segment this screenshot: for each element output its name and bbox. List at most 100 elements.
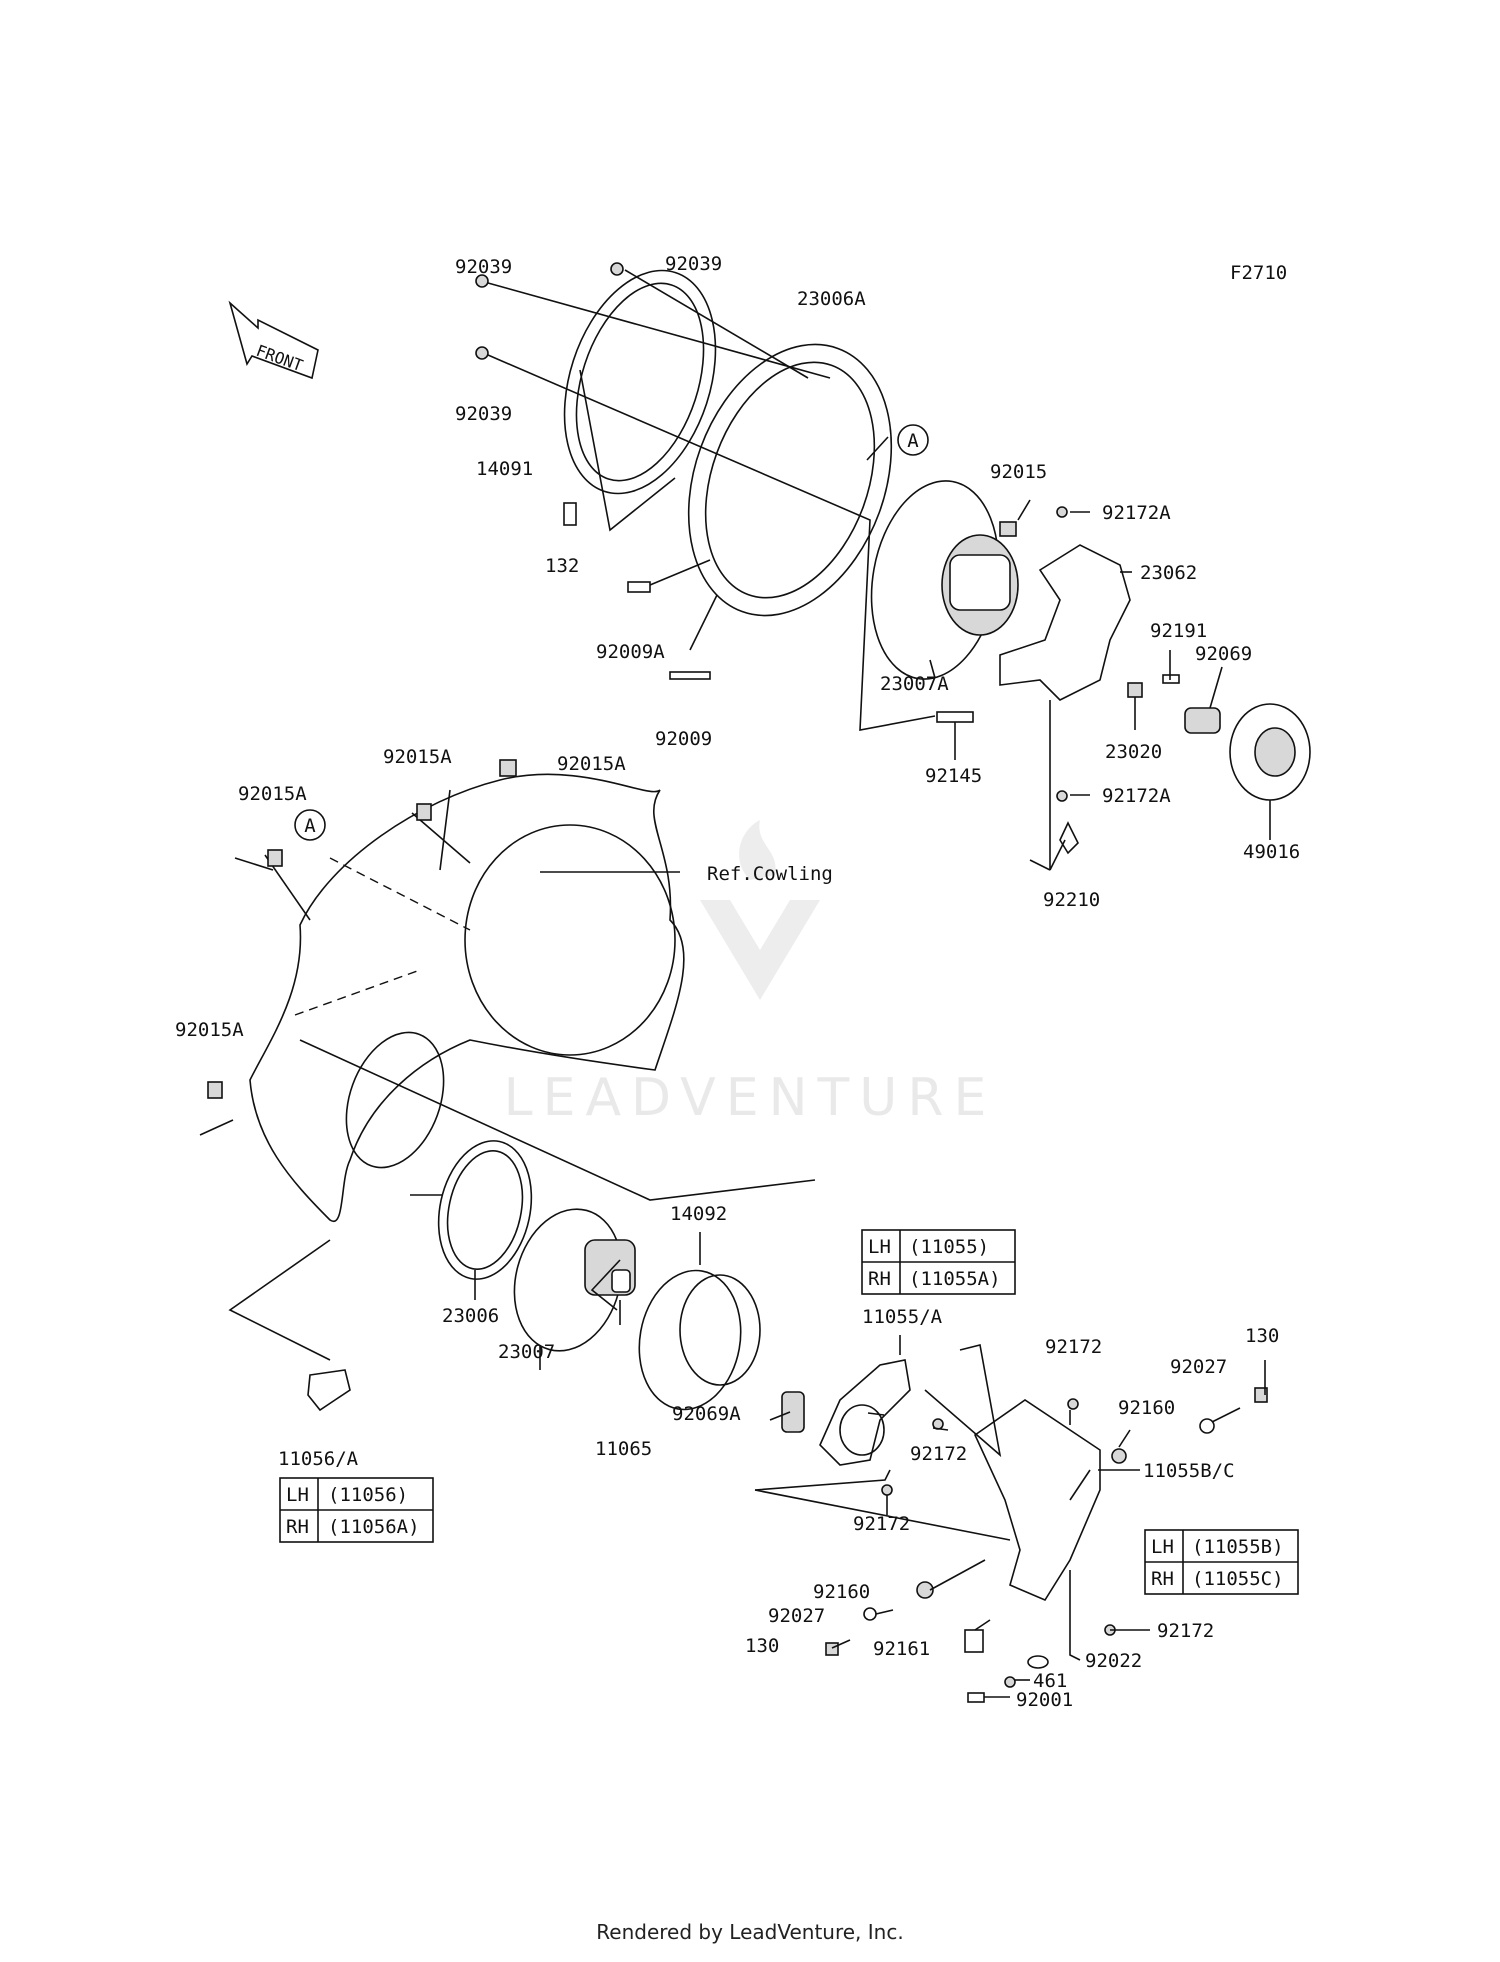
label-92015A-a: 92015A [383, 746, 452, 768]
washer-92027-b [863, 1607, 877, 1621]
bulb-92069 [1184, 707, 1221, 734]
label-23007: 23007 [498, 1341, 555, 1363]
table-11055-lh-value: (11055) [909, 1236, 989, 1258]
label-92015A-c: 92015A [238, 783, 307, 805]
label-92172A-b: 92172A [1102, 785, 1171, 807]
label-92069A: 92069A [672, 1403, 741, 1425]
bulb-92069A [781, 1391, 805, 1433]
label-23062: 23062 [1140, 562, 1197, 584]
label-130-a: 130 [1245, 1325, 1279, 1347]
grommet-11065 [611, 1269, 631, 1293]
label-92022: 92022 [1085, 1650, 1142, 1672]
label-92015A-d: 92015A [175, 1019, 244, 1041]
label-461: 461 [1033, 1670, 1067, 1692]
pin-92191 [1162, 674, 1180, 684]
part-labels: 92039 92039 92039 14091 132 92009A 92009… [175, 253, 1300, 1711]
label-92015A-b: 92015A [557, 753, 626, 775]
label-92039-a: 92039 [455, 256, 512, 278]
label-92172-c: 92172 [853, 1513, 910, 1535]
screw-92172A-a [1056, 506, 1068, 518]
screw-92009 [669, 671, 711, 680]
label-92145: 92145 [925, 765, 982, 787]
table-11056-lh: LH [286, 1484, 309, 1506]
nut-461 [1004, 1676, 1016, 1688]
table-11055-lh: LH [868, 1236, 891, 1258]
label-11055BC: 11055B/C [1143, 1460, 1235, 1482]
washer-92027-a [1199, 1418, 1215, 1434]
table-11055bc-rh-value: (11055C) [1192, 1568, 1284, 1590]
table-11055-rh: RH [868, 1268, 891, 1290]
clip-92015A-c [499, 759, 517, 777]
table-11056: LH (11056) RH (11056A) [279, 1477, 434, 1543]
nut-92039-c [475, 346, 489, 360]
label-92009: 92009 [655, 728, 712, 750]
table-11055bc-rh: RH [1151, 1568, 1174, 1590]
label-92210: 92210 [1043, 889, 1100, 911]
label-92160-a: 92160 [1118, 1397, 1175, 1419]
label-92172A-a: 92172A [1102, 502, 1171, 524]
bolt-130-b [825, 1642, 839, 1656]
screw-92172-a [1067, 1398, 1079, 1410]
washer-92160-b [916, 1581, 934, 1599]
ring-23006 [437, 1140, 533, 1280]
callout-a-left [294, 809, 326, 841]
label-92172-d: 92172 [1157, 1620, 1214, 1642]
label-11065: 11065 [595, 1438, 652, 1460]
nut-92039-b [610, 262, 624, 276]
washer-92160-a [1111, 1448, 1127, 1464]
label-92039-c: 92039 [455, 403, 512, 425]
lower-assembly [307, 1140, 1268, 1703]
screw-92172-c [881, 1484, 893, 1496]
bracket-23062 [999, 544, 1131, 701]
table-11055: LH (11055) RH (11055A) [861, 1229, 1016, 1295]
watermark: LEADVENTURE [504, 820, 997, 1128]
screw-92172A-b [1056, 790, 1068, 802]
label-14091: 14091 [476, 458, 533, 480]
bolt-92001 [967, 1692, 985, 1703]
nut-23020 [1127, 682, 1143, 698]
bezel-14092 [638, 1269, 742, 1411]
label-92191: 92191 [1150, 620, 1207, 642]
screw-132 [563, 502, 577, 526]
label-23006A: 23006A [797, 288, 866, 310]
table-11056-rh: RH [286, 1516, 309, 1538]
callout-a-top-label: A [907, 430, 919, 452]
clip-92015A-d [207, 1081, 223, 1099]
table-11055bc: LH (11055B) RH (11055C) [1144, 1529, 1299, 1595]
label-92160-b: 92160 [813, 1581, 870, 1603]
clip-92015A-b [416, 803, 432, 821]
label-132: 132 [545, 555, 579, 577]
front-arrow-icon: FRONT [228, 300, 319, 380]
callout-a-left-label: A [304, 815, 316, 837]
nut-92039-a [475, 274, 489, 288]
label-23006: 23006 [442, 1305, 499, 1327]
bracket-11055BC [973, 1399, 1101, 1602]
bracket-11055A [819, 1359, 911, 1466]
label-11055A: 11055/A [862, 1306, 943, 1328]
label-23020: 23020 [1105, 741, 1162, 763]
cowling-outline [249, 773, 685, 1223]
callout-a-top [897, 424, 929, 456]
ref-cowling-label: Ref.Cowling [707, 863, 833, 885]
label-49016: 49016 [1243, 841, 1300, 863]
bolt-130-a [1254, 1387, 1268, 1403]
clip-92015A-a [267, 849, 283, 867]
label-92069: 92069 [1195, 643, 1252, 665]
clip-92210 [1059, 821, 1079, 855]
tie-92161 [964, 1629, 984, 1653]
upper-assembly: A [475, 262, 1311, 871]
spring-92145 [936, 711, 974, 723]
watermark-text: LEADVENTURE [504, 1068, 997, 1128]
washer-92022 [1027, 1655, 1049, 1669]
label-92015: 92015 [990, 461, 1047, 483]
label-92001: 92001 [1016, 1689, 1073, 1711]
footer-credit: Rendered by LeadVenture, Inc. [596, 1920, 904, 1944]
clip-11056A [307, 1369, 351, 1412]
label-14092: 14092 [670, 1203, 727, 1225]
table-11055-rh-value: (11055A) [909, 1268, 1001, 1290]
table-11056-rh-value: (11056A) [328, 1516, 420, 1538]
table-11055bc-lh-value: (11055B) [1192, 1536, 1284, 1558]
label-23007A: 23007A [880, 673, 949, 695]
table-11055bc-lh: LH [1151, 1536, 1174, 1558]
